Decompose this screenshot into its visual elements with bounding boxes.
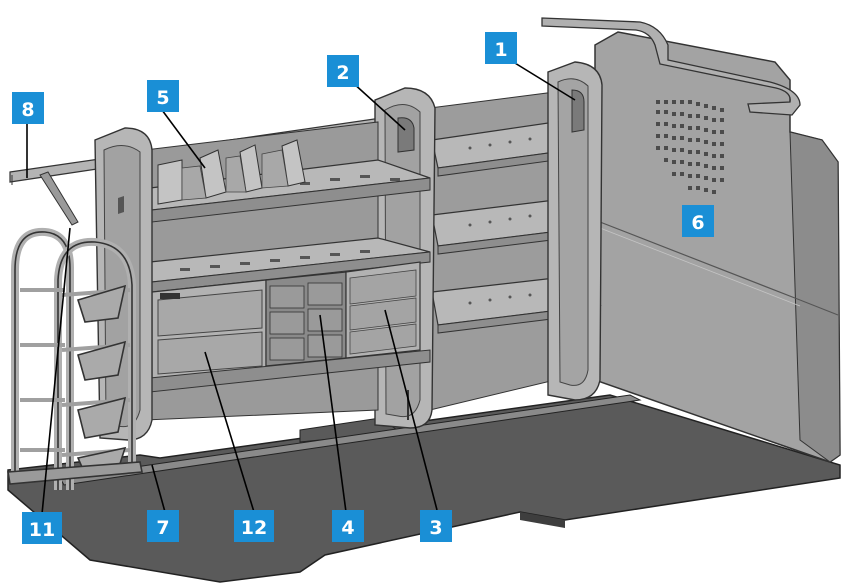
- leader-line-7: [151, 464, 166, 513]
- callout-2: 2: [327, 55, 359, 87]
- callout-label-4: 4: [341, 517, 354, 539]
- callout-label-1: 1: [494, 39, 507, 61]
- callout-label-11: 11: [29, 519, 55, 541]
- cylinder-rack: [7, 227, 143, 490]
- callout-11: 11: [22, 512, 62, 544]
- callout-7: 7: [147, 510, 179, 542]
- callout-8: 8: [12, 92, 44, 124]
- callout-4: 4: [332, 510, 364, 542]
- leader-line-11: [41, 227, 71, 515]
- callout-label-3: 3: [429, 517, 442, 539]
- callout-12: 12: [234, 510, 274, 542]
- callout-label-6: 6: [691, 212, 704, 234]
- leader-line-5: [161, 109, 206, 169]
- callouts: 1 2 3 4 5 6 7 8: [12, 32, 714, 544]
- leader-line-12: [204, 351, 255, 513]
- leader-line-4: [319, 314, 347, 513]
- callout-label-12: 12: [241, 517, 267, 539]
- callout-label-7: 7: [156, 517, 169, 539]
- callout-label-2: 2: [336, 62, 349, 84]
- callout-1: 1: [485, 32, 517, 64]
- leader-lines: [26, 59, 576, 515]
- right-shelf-unit: [429, 61, 603, 411]
- leader-line-1: [509, 59, 576, 101]
- callout-5: 5: [147, 80, 179, 112]
- leader-line-3: [384, 309, 438, 511]
- callout-label-5: 5: [156, 87, 169, 109]
- callout-3: 3: [420, 510, 452, 542]
- callout-6: 6: [682, 205, 714, 237]
- wall-panel: [541, 17, 841, 463]
- leader-line-2: [351, 81, 406, 131]
- callout-label-8: 8: [21, 99, 34, 121]
